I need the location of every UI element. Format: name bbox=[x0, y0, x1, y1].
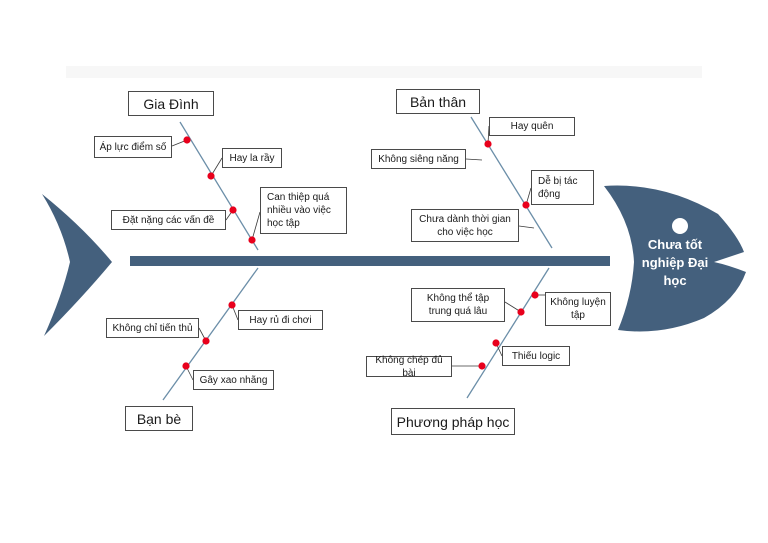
category-ban-be: Bạn bè bbox=[125, 406, 193, 431]
fish-eye bbox=[672, 218, 688, 234]
cause-point bbox=[248, 236, 256, 244]
cause-point bbox=[182, 362, 190, 370]
cause-box: Hay quên bbox=[489, 117, 575, 136]
cause-box: Đặt nặng các vấn đề bbox=[111, 210, 226, 230]
effect-label: Chưa tốt nghiệp Đại học bbox=[641, 237, 709, 288]
header-band bbox=[66, 66, 702, 78]
cause-box: Hay rủ đi chơi bbox=[238, 310, 323, 330]
fish-bones bbox=[162, 116, 553, 401]
cause-box: Dễ bị tác động bbox=[531, 170, 594, 205]
category-ban-than: Bản thân bbox=[396, 89, 480, 114]
cause-box: Thiếu logic bbox=[502, 346, 570, 366]
category-phuong-phap-hoc: Phương pháp học bbox=[391, 408, 515, 435]
cause-point bbox=[229, 206, 237, 214]
cause-point bbox=[183, 136, 191, 144]
cause-points bbox=[182, 136, 539, 370]
cause-box: Can thiệp quá nhiều vào việc học tập bbox=[260, 187, 347, 234]
fish-head bbox=[604, 185, 746, 332]
cause-point bbox=[207, 172, 215, 180]
bone-ban-than bbox=[470, 116, 553, 249]
connector bbox=[518, 225, 535, 229]
cause-box: Áp lực điểm số bbox=[94, 136, 172, 158]
cause-box: Không luyện tập bbox=[545, 292, 611, 326]
cause-box: Chưa dành thời gian cho việc học bbox=[411, 209, 519, 242]
bone-gia-dinh bbox=[179, 121, 259, 251]
bone-phuong-phap-hoc bbox=[466, 267, 550, 399]
cause-point bbox=[492, 339, 500, 347]
cause-point bbox=[517, 308, 525, 316]
cause-box: Hay la rầy bbox=[222, 148, 282, 168]
cause-point bbox=[484, 140, 492, 148]
cause-point bbox=[531, 291, 539, 299]
cause-box: Không siêng năng bbox=[371, 149, 466, 169]
cause-box: Không chép đủ bài bbox=[366, 355, 452, 379]
bone-ban-be bbox=[162, 267, 259, 401]
fish-tail bbox=[42, 194, 112, 336]
cause-box: Không chỉ tiến thủ bbox=[106, 318, 199, 338]
cause-point bbox=[522, 201, 530, 209]
cause-point bbox=[202, 337, 210, 345]
category-gia-dinh: Gia Đình bbox=[128, 91, 214, 116]
connector bbox=[465, 158, 483, 161]
cause-box: Gây xao nhãng bbox=[193, 370, 274, 390]
cause-box: Không thể tập trung quá lâu bbox=[411, 288, 505, 322]
cause-point bbox=[228, 301, 236, 309]
fish-spine bbox=[130, 256, 610, 266]
cause-point bbox=[478, 362, 486, 370]
connector bbox=[251, 211, 261, 241]
